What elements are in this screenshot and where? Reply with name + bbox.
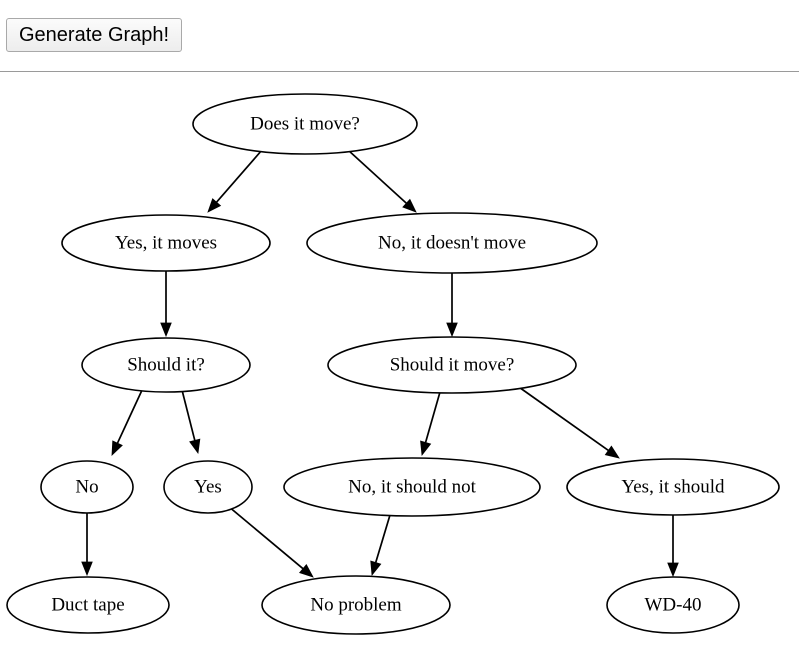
edge-should_it-to-no <box>111 387 144 456</box>
edge-does_it_move-to-yes_it_moves <box>207 149 263 213</box>
node-ellipse[interactable] <box>261 575 451 635</box>
edge-line <box>215 149 263 203</box>
arrowhead-icon <box>299 563 314 578</box>
node-label: Should it? <box>127 354 205 375</box>
edge-line <box>227 505 304 570</box>
edge-yes_it_moves-to-should_it <box>160 271 172 338</box>
edge-no-to-duct_tape <box>81 513 93 577</box>
arrowhead-icon <box>446 322 458 338</box>
graph-node-yes[interactable]: Yes <box>163 460 253 514</box>
node-ellipse[interactable] <box>192 93 418 155</box>
edge-line <box>347 149 407 204</box>
node-label: WD-40 <box>645 594 702 615</box>
graph-node-no_doesnt_move[interactable]: No, it doesn't move <box>306 212 598 274</box>
node-ellipse[interactable] <box>81 337 251 393</box>
edge-layer <box>81 149 679 578</box>
node-label: Should it move? <box>390 354 515 375</box>
node-label: Does it move? <box>250 113 360 134</box>
arrowhead-icon <box>189 438 201 455</box>
graph-node-duct_tape[interactable]: Duct tape <box>6 576 170 634</box>
node-ellipse[interactable] <box>606 576 740 634</box>
node-ellipse[interactable] <box>566 458 780 516</box>
edge-no_should_not-to-no_problem <box>370 514 391 577</box>
node-label: Yes, it moves <box>115 232 217 253</box>
edge-should_it-to-yes <box>181 389 201 455</box>
graph-node-yes_it_should[interactable]: Yes, it should <box>566 458 780 516</box>
node-label: Yes <box>194 476 222 497</box>
node-ellipse[interactable] <box>163 460 253 514</box>
node-label: Yes, it should <box>621 476 725 497</box>
arrowhead-icon <box>111 440 123 456</box>
node-ellipse[interactable] <box>61 214 271 272</box>
toolbar: Generate Graph! <box>0 0 799 72</box>
arrowhead-icon <box>207 198 222 213</box>
edge-line <box>424 391 441 443</box>
node-ellipse[interactable] <box>327 336 577 394</box>
node-label: No problem <box>310 594 402 615</box>
edge-line <box>181 389 196 441</box>
edge-line <box>374 514 391 563</box>
edge-yes_it_should-to-wd40 <box>667 515 679 578</box>
arrowhead-icon <box>402 198 417 213</box>
edge-line <box>515 384 609 452</box>
node-ellipse[interactable] <box>40 460 134 514</box>
arrowhead-icon <box>604 445 620 459</box>
node-label: Duct tape <box>51 594 124 615</box>
arrowhead-icon <box>667 562 679 578</box>
node-ellipse[interactable] <box>6 576 170 634</box>
graph-canvas: Does it move? Yes, it moves No, it doesn't… <box>0 72 799 649</box>
node-ellipse[interactable] <box>283 457 541 517</box>
generate-graph-button[interactable]: Generate Graph! <box>6 18 183 52</box>
edge-no_doesnt_move-to-should_it_move <box>446 273 458 338</box>
node-label: No, it should not <box>348 476 476 497</box>
arrowhead-icon <box>81 561 93 577</box>
edge-should_it_move-to-yes_it_should <box>515 384 620 459</box>
graph-node-no_problem[interactable]: No problem <box>261 575 451 635</box>
node-ellipse[interactable] <box>306 212 598 274</box>
arrowhead-icon <box>160 322 172 338</box>
edge-should_it_move-to-no_should_not <box>420 391 441 457</box>
graph-node-should_it_move[interactable]: Should it move? <box>327 336 577 394</box>
node-label: No, it doesn't move <box>378 232 526 253</box>
flowchart-svg: Does it move? Yes, it moves No, it doesn't… <box>6 93 780 635</box>
graph-node-does_it_move[interactable]: Does it move? <box>192 93 418 155</box>
edge-line <box>116 387 144 444</box>
graph-node-wd40[interactable]: WD-40 <box>606 576 740 634</box>
edge-does_it_move-to-no_doesnt_move <box>347 149 417 213</box>
graph-node-no_should_not[interactable]: No, it should not <box>283 457 541 517</box>
graph-node-no[interactable]: No <box>40 460 134 514</box>
graph-node-yes_it_moves[interactable]: Yes, it moves <box>61 214 271 272</box>
edge-yes-to-no_problem <box>227 505 314 578</box>
header-divider <box>0 71 799 72</box>
node-label: No <box>75 476 98 497</box>
arrowhead-icon <box>420 440 432 457</box>
arrowhead-icon <box>370 560 382 577</box>
node-layer: Does it move? Yes, it moves No, it doesn't… <box>6 93 780 635</box>
graph-node-should_it[interactable]: Should it? <box>81 337 251 393</box>
